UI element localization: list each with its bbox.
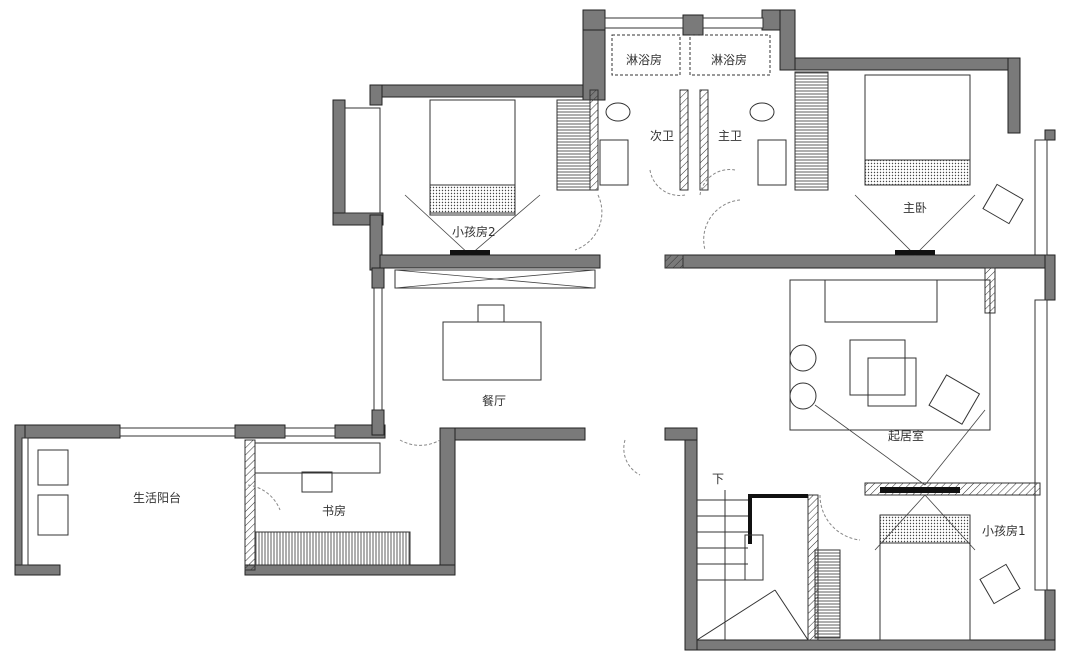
label-dining: 餐厅 [482,393,506,408]
label-second-bath: 次卫 [650,129,674,143]
exterior-walls [14,9,1056,651]
label-living-room: 起居室 [888,428,924,443]
label-study: 书房 [322,503,346,518]
label-kids-room-1: 小孩房1 [982,523,1026,538]
label-master-bedroom: 主卧 [903,201,927,215]
label-kids-room-2: 小孩房2 [452,224,496,239]
furniture [37,34,1024,641]
label-shower-left: 淋浴房 [626,52,662,67]
label-stairs: 下 [712,472,724,486]
windows [21,17,1048,591]
label-shower-right: 淋浴房 [711,52,747,67]
label-laundry-balcony: 生活阳台 [133,490,181,505]
label-master-bath: 主卫 [718,129,742,143]
room-labels: 淋浴房 淋浴房 次卫 主卫 小孩房2 主卧 起居室 餐厅 生活阳台 书房 下 小… [133,52,1026,538]
